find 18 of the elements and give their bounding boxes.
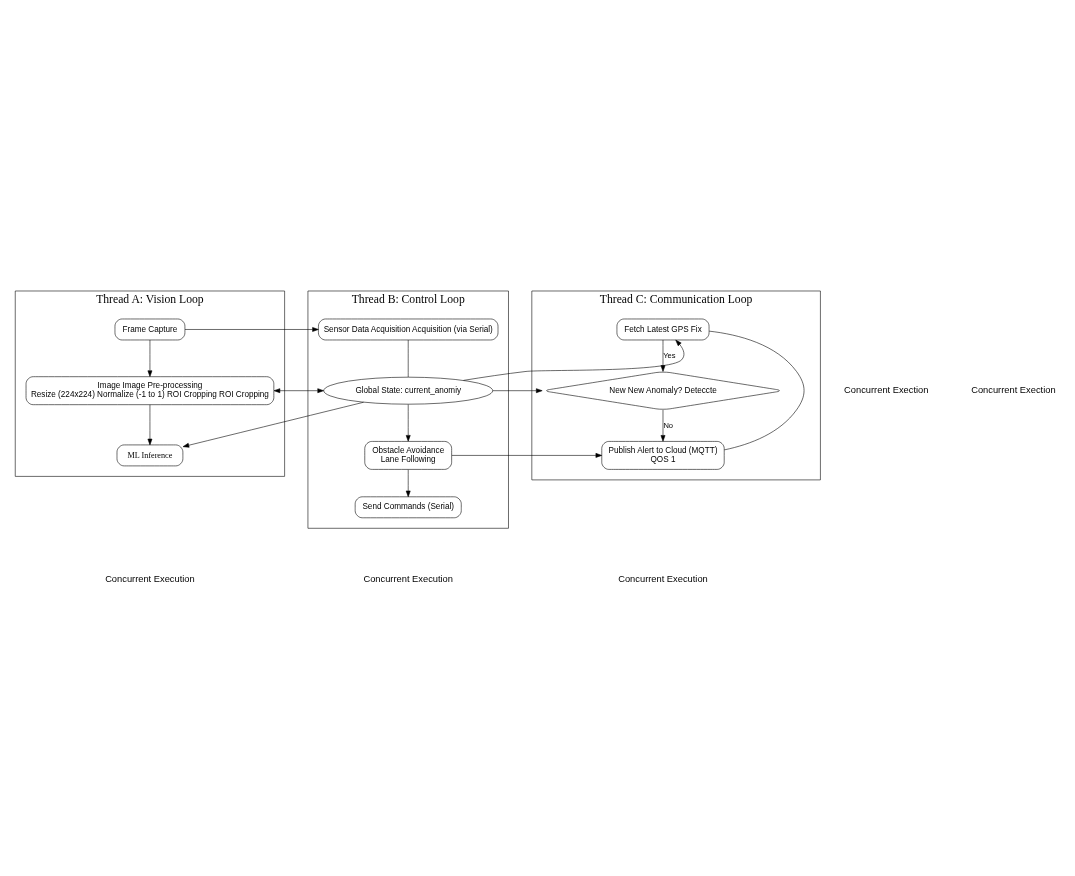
- arrow: [451, 452, 602, 458]
- arrow: [147, 339, 153, 377]
- arrow: [182, 401, 364, 448]
- arrow: [405, 403, 411, 442]
- label: Concurrent Execution: [105, 573, 195, 584]
- arrow: [660, 409, 666, 442]
- arrow: [463, 339, 685, 381]
- arrow: [184, 326, 319, 332]
- arrow: [147, 403, 153, 445]
- arrow: [660, 339, 666, 372]
- arrow: [492, 387, 543, 393]
- label: Concurrent Execution: [363, 573, 453, 584]
- arrow: [273, 387, 324, 393]
- label: Concurrent Exection: [971, 384, 1056, 395]
- node-box: ML Inference: [116, 444, 184, 466]
- label: Concurrent Exection: [844, 384, 929, 395]
- arrow: [405, 468, 411, 497]
- label: Concurrent Execution: [618, 573, 708, 584]
